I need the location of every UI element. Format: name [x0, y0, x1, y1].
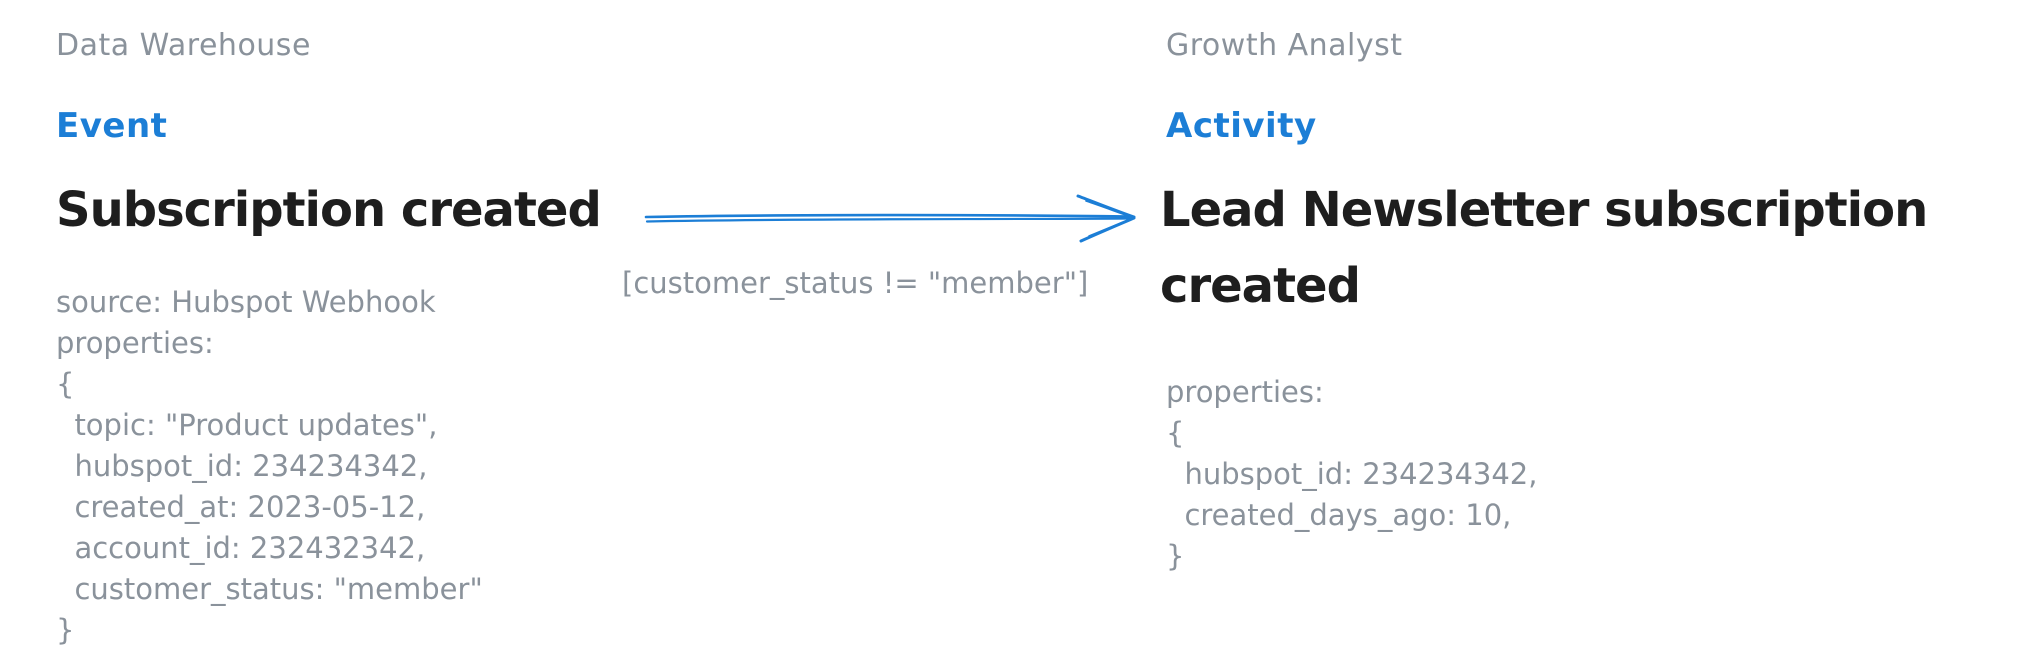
- code-line: topic: "Product updates",: [56, 408, 438, 442]
- code-line: }: [56, 613, 75, 647]
- code-line: {: [1166, 416, 1185, 450]
- code-line: hubspot_id: 234234342,: [56, 449, 428, 483]
- right-kind-label: Activity: [1166, 106, 1317, 146]
- code-line: source: Hubspot Webhook: [56, 285, 436, 319]
- code-line: created_days_ago: 10,: [1166, 498, 1512, 532]
- mapping-condition-label: [customer_status != "member"]: [622, 266, 1089, 300]
- activity-title: Lead Newsletter subscription created: [1160, 182, 1928, 314]
- code-line: }: [1166, 539, 1185, 573]
- left-role-label: Data Warehouse: [56, 28, 311, 63]
- flow-arrow: [640, 188, 1144, 250]
- left-kind-label: Event: [56, 106, 168, 146]
- code-line: properties:: [56, 326, 214, 360]
- right-role-label: Growth Analyst: [1166, 28, 1403, 63]
- code-line: created_at: 2023-05-12,: [56, 490, 426, 524]
- event-title: Subscription created: [56, 182, 602, 238]
- code-line: hubspot_id: 234234342,: [1166, 457, 1538, 491]
- code-line: customer_status: "member": [56, 572, 483, 606]
- code-line: account_id: 232432342,: [56, 531, 426, 565]
- code-line: properties:: [1166, 375, 1324, 409]
- code-line: {: [56, 367, 75, 401]
- arrow-right-icon: [644, 194, 1136, 243]
- activity-properties-block: properties: { hubspot_id: 234234342, cre…: [1166, 372, 1537, 577]
- event-properties-block: source: Hubspot Webhook properties: { to…: [56, 282, 483, 651]
